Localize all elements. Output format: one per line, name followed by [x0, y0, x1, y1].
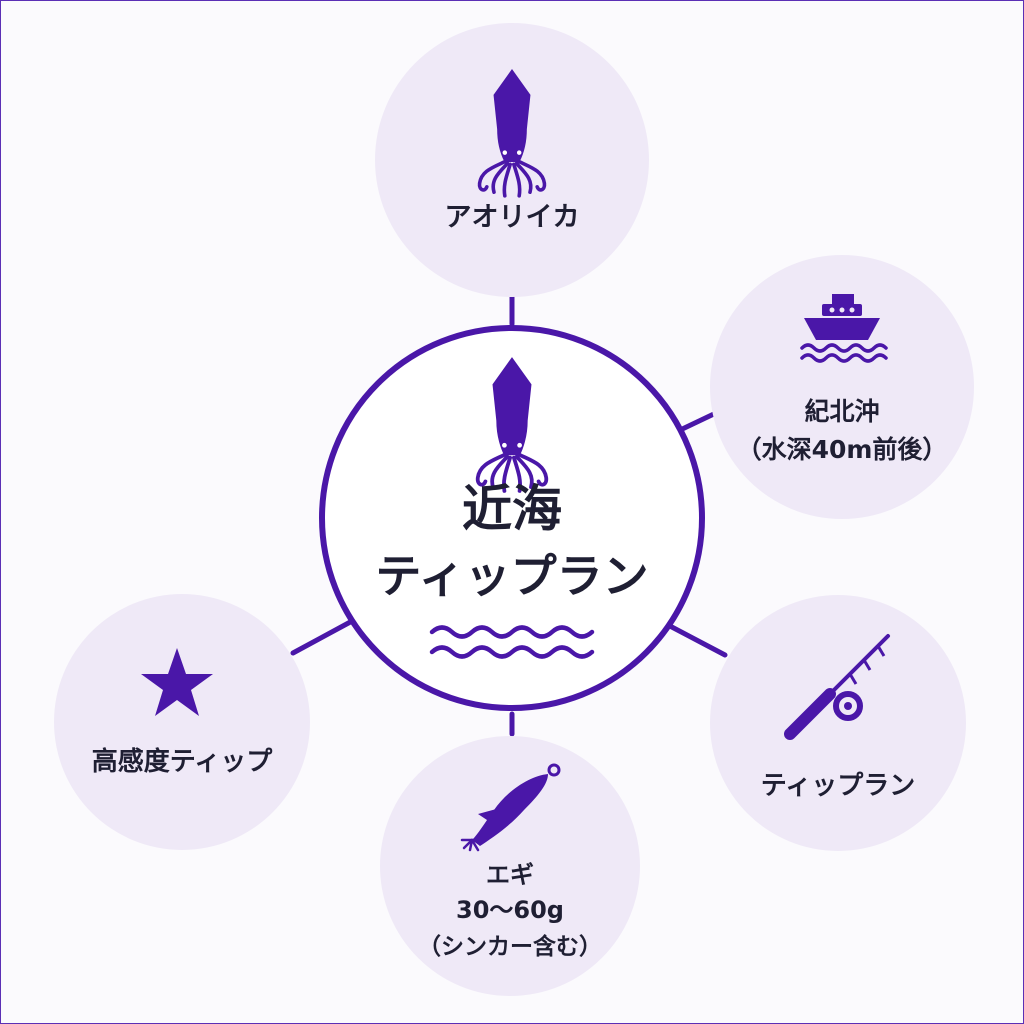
node-right-bottom-label: ティップラン	[761, 771, 915, 801]
node-right-top-label-line2: （水深40m前後）	[737, 435, 948, 464]
node-right-top-label-line1: 紀北沖	[804, 397, 879, 426]
node-right-bottom: ティップラン	[710, 595, 966, 851]
node-top-label: アオリイカ	[445, 202, 580, 233]
node-top: アオリイカ	[375, 23, 649, 297]
node-bottom: エギ 30〜60g （シンカー含む）	[380, 736, 640, 996]
egi-lure-icon	[460, 763, 561, 852]
center-title-line2: ティップラン	[375, 549, 648, 603]
connector-right-bottom	[665, 622, 728, 658]
waves-icon	[429, 625, 595, 659]
node-bottom-label-line3: （シンカー含む）	[418, 933, 602, 960]
connector-left	[290, 617, 357, 656]
center-hub: 近海 ティップラン	[319, 325, 705, 711]
fishing-rod-icon	[784, 634, 890, 740]
center-title-line1: 近海	[462, 480, 562, 538]
node-left: 高感度ティップ	[54, 594, 310, 850]
star-icon	[141, 648, 213, 716]
node-bottom-label-line1: エギ	[486, 861, 534, 889]
node-bottom-label-line2: 30〜60g	[456, 896, 564, 924]
node-right-top: 紀北沖 （水深40m前後）	[710, 255, 974, 519]
ship-icon	[800, 294, 888, 363]
node-left-label: 高感度ティップ	[92, 746, 273, 777]
